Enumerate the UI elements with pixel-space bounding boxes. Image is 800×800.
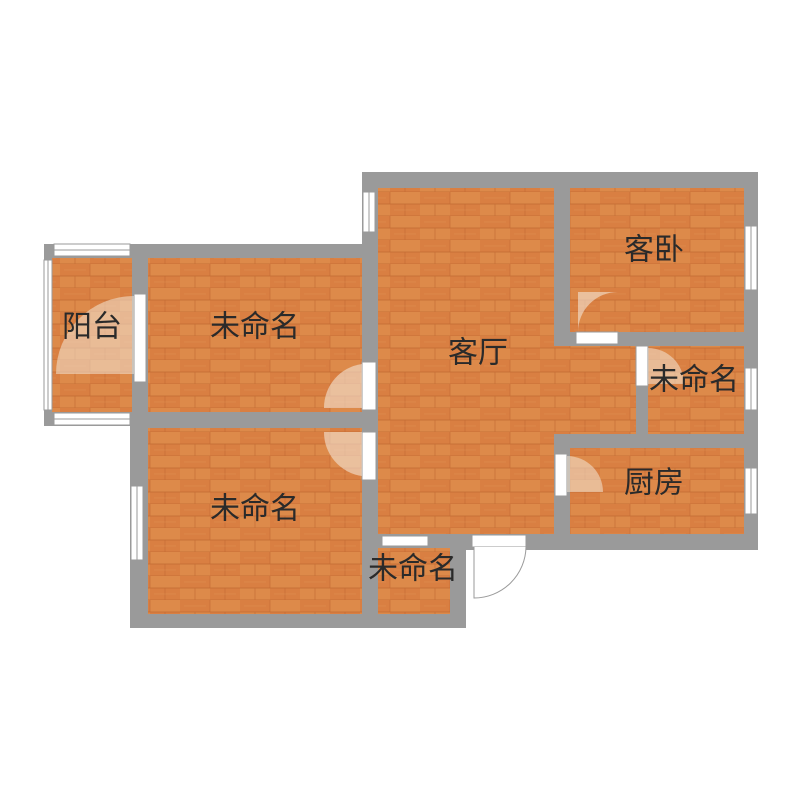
room-label-bedroom-2: 未命名 bbox=[210, 492, 300, 527]
floor-bedroom-2 bbox=[148, 428, 362, 614]
floor-entry-room bbox=[378, 548, 450, 614]
room-label-guest-bedroom: 客卧 bbox=[624, 233, 684, 268]
room-labels: 阳台 未命名 客厅 客卧 未命名 厨房 未命名 未命名 bbox=[62, 233, 739, 587]
room-label-balcony: 阳台 bbox=[62, 310, 122, 345]
doors bbox=[56, 292, 684, 599]
window-entry-top bbox=[381, 535, 429, 547]
floor-guest-bedroom bbox=[570, 188, 744, 332]
room-label-kitchen: 厨房 bbox=[624, 466, 684, 501]
door-small-room bbox=[635, 345, 684, 387]
floor-bedroom-1 bbox=[148, 258, 362, 412]
door-kitchen bbox=[554, 453, 603, 497]
room-label-living: 客厅 bbox=[448, 336, 508, 371]
room-label-small-room: 未命名 bbox=[649, 363, 739, 398]
room-label-entry-room: 未命名 bbox=[368, 552, 458, 587]
windows bbox=[43, 191, 758, 561]
floor-living-ext bbox=[554, 346, 636, 434]
door-guest-bedroom bbox=[575, 292, 619, 345]
room-label-bedroom-1: 未命名 bbox=[210, 310, 300, 345]
door-entry bbox=[471, 534, 527, 599]
door-bedroom-1 bbox=[323, 361, 377, 411]
door-balcony bbox=[56, 293, 147, 383]
floor-living bbox=[378, 188, 554, 534]
door-bedroom-2 bbox=[323, 431, 377, 481]
